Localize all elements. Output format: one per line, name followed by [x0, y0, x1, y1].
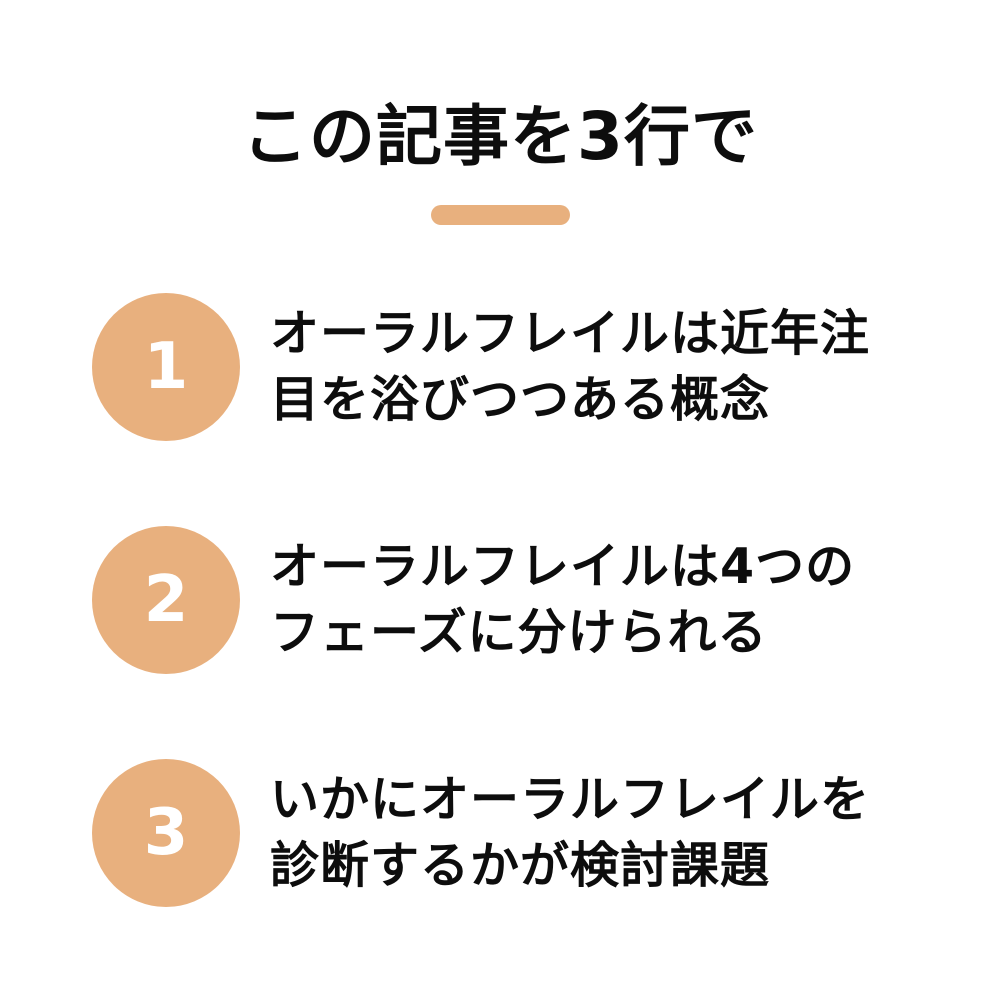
summary-point-1-line-1: オーラルフレイルは近年注 [270, 305, 871, 362]
summary-point-1-text: オーラルフレイルは近年注 目を浴びつつある概念 [270, 301, 970, 433]
summary-point-2: 2 オーラルフレイルは4つの フェーズに分けられる [0, 526, 1000, 676]
page-title: この記事を3行で [242, 98, 758, 175]
summary-point-3: 3 いかにオーラルフレイルを 診断するかが検討課題 [0, 759, 1000, 909]
summary-point-3-line-2: 診断するかが検討課題 [270, 837, 771, 894]
number-badge-1: 1 [92, 293, 240, 441]
number-badge-2: 2 [92, 526, 240, 674]
summary-point-2-line-2: フェーズに分けられる [270, 604, 768, 661]
summary-point-3-line-1: いかにオーラルフレイルを [270, 771, 871, 828]
summary-point-2-text: オーラルフレイルは4つの フェーズに分けられる [270, 534, 970, 666]
number-badge-3: 3 [92, 759, 240, 907]
summary-point-3-text: いかにオーラルフレイルを 診断するかが検討課題 [270, 767, 970, 899]
summary-point-2-line-1: オーラルフレイルは4つの [270, 538, 856, 595]
title-underline-bar [431, 205, 570, 225]
summary-point-1: 1 オーラルフレイルは近年注 目を浴びつつある概念 [0, 293, 1000, 443]
summary-point-1-line-2: 目を浴びつつある概念 [270, 371, 771, 428]
